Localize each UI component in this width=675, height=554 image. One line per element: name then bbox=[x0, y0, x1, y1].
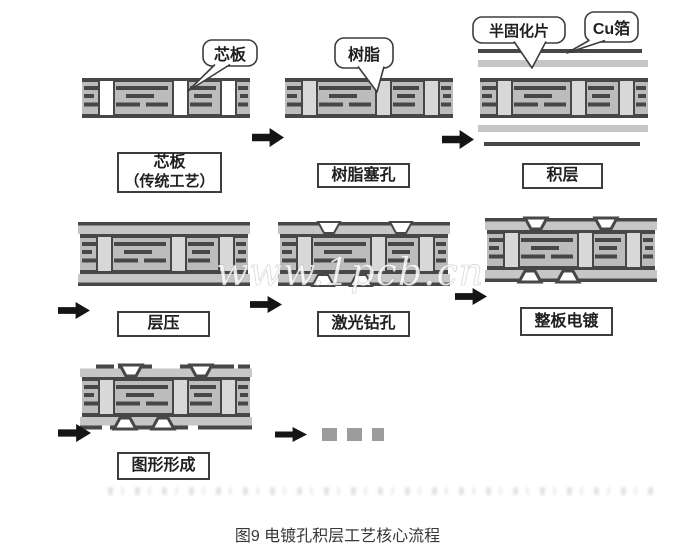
callout-cu-foil: Cu箔 bbox=[592, 21, 631, 38]
arrow-4 bbox=[250, 296, 282, 313]
figure-caption: 图9 电镀孔积层工艺核心流程 bbox=[234, 528, 441, 545]
stage-label-lamination: 层压 bbox=[117, 311, 210, 337]
board-panel-plating bbox=[485, 216, 657, 284]
callout-core-board: 芯板 bbox=[213, 47, 246, 64]
arrow-2 bbox=[442, 130, 474, 149]
stage-label-build-up: 积层 bbox=[522, 163, 603, 189]
board-pattern-formation bbox=[80, 363, 252, 431]
ellipsis-square-1 bbox=[322, 428, 337, 441]
arrow-5 bbox=[455, 288, 487, 305]
bubble-core-board bbox=[187, 39, 258, 92]
stage-label-pattern-formation: 图形形成 bbox=[117, 452, 210, 480]
board-laser-drilling bbox=[278, 221, 450, 287]
ellipsis-square-3 bbox=[372, 428, 384, 441]
board-core-board bbox=[82, 78, 250, 118]
stage-label-core-line2: （传统工艺） bbox=[124, 173, 215, 191]
board-resin-plugging bbox=[285, 78, 453, 118]
watermark-text: www.1pcb.cn bbox=[216, 250, 485, 295]
stage-label-resin-plugging: 树脂塞孔 bbox=[317, 163, 410, 188]
arrow-6 bbox=[58, 424, 91, 442]
bubble-resin bbox=[334, 37, 394, 93]
bubble-prepreg bbox=[472, 16, 566, 69]
bubble-cu-foil bbox=[566, 11, 639, 54]
arrow-3 bbox=[58, 302, 90, 319]
faint-text-row bbox=[108, 487, 660, 495]
board-lamination bbox=[78, 222, 250, 286]
stage-label-panel-plating: 整板电镀 bbox=[520, 307, 613, 336]
board-build-up bbox=[478, 49, 648, 146]
callout-resin: 树脂 bbox=[347, 47, 380, 64]
stage-label-laser-drilling: 激光钻孔 bbox=[317, 311, 410, 337]
arrow-1 bbox=[252, 128, 284, 147]
stage-label-core-line1: 芯板 bbox=[153, 154, 186, 172]
stage-label-core-board: 芯板 （传统工艺） bbox=[117, 152, 222, 193]
ellipsis-square-2 bbox=[347, 428, 362, 441]
callout-prepreg: 半固化片 bbox=[488, 22, 549, 40]
arrow-7 bbox=[275, 427, 307, 442]
